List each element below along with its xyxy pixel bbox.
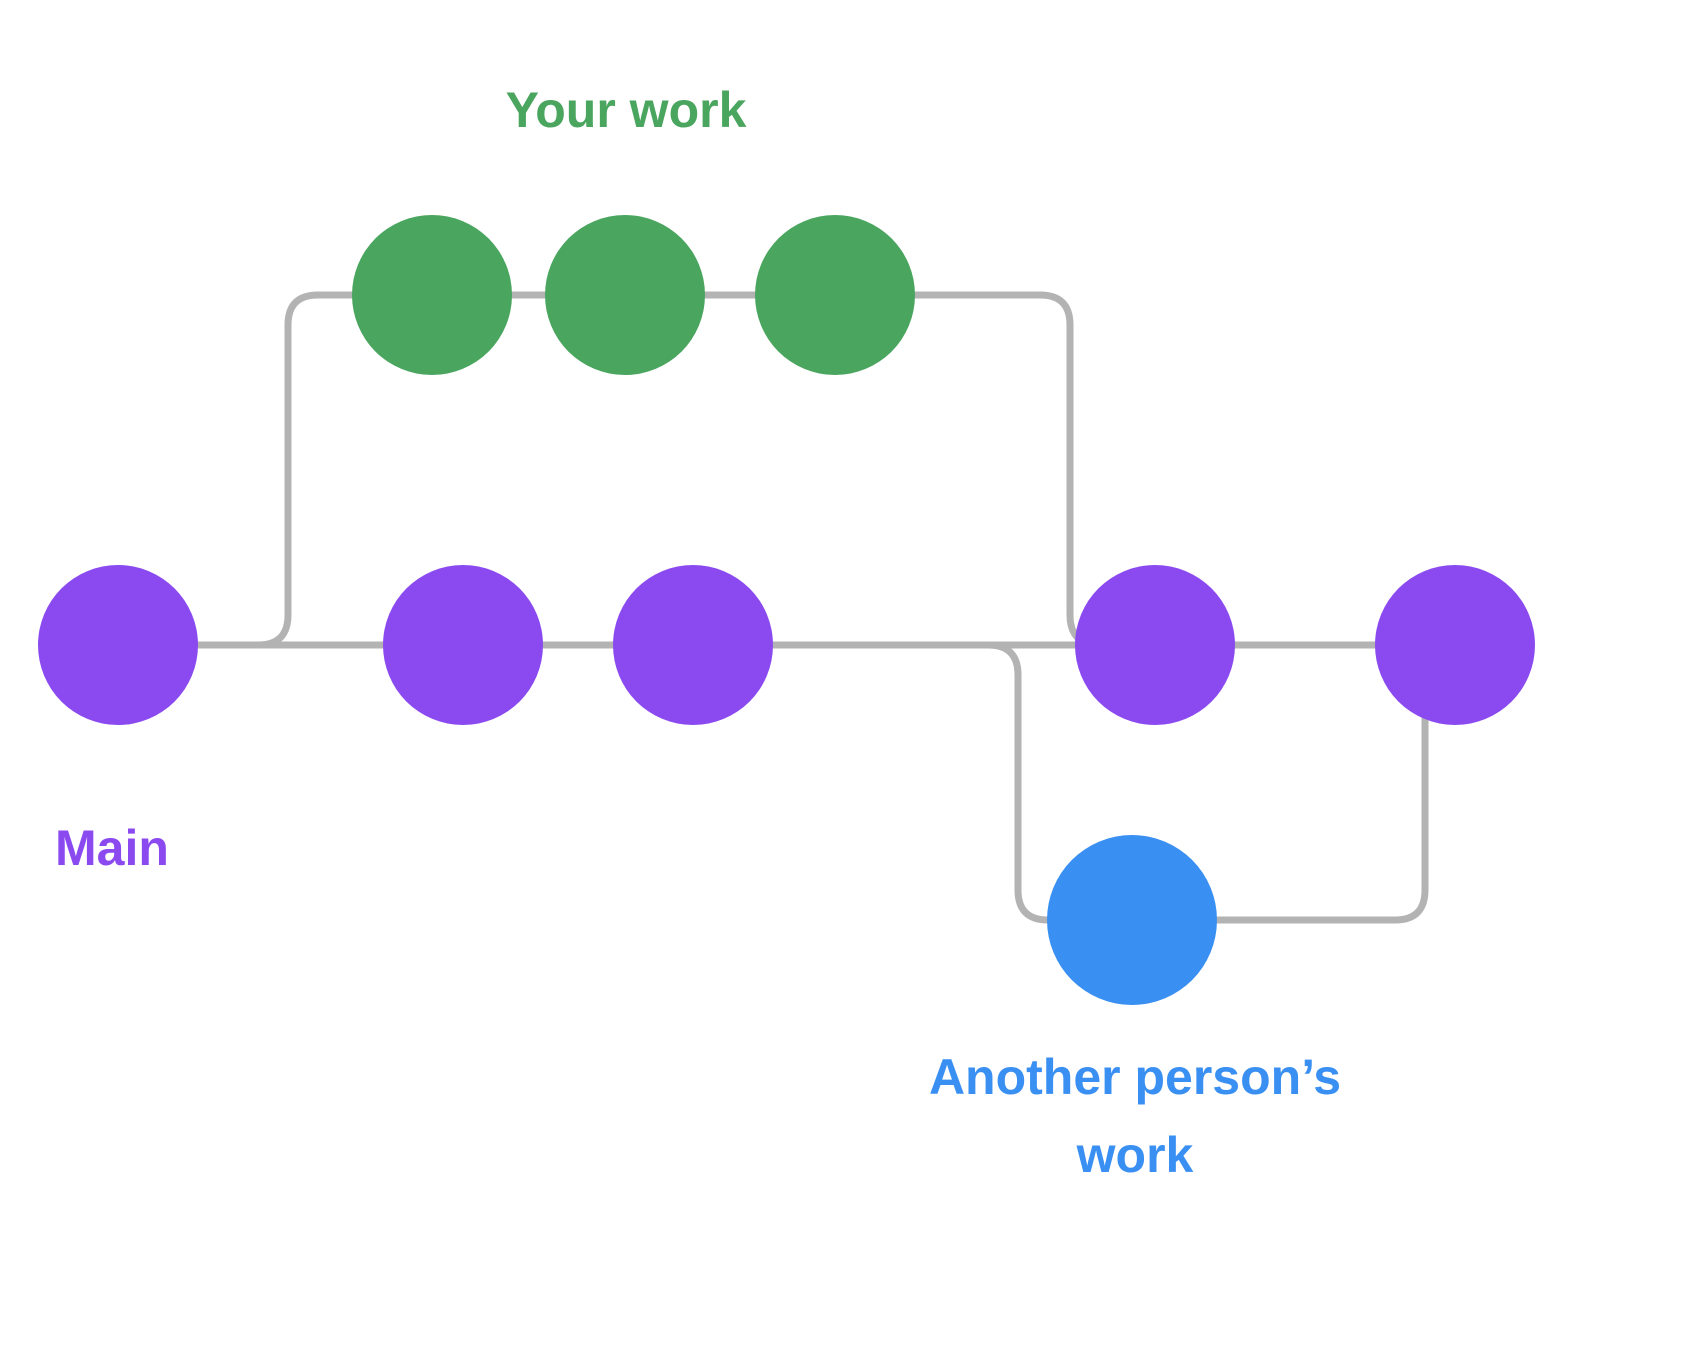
branch-label-your-work: Your work bbox=[506, 82, 747, 138]
connector-branch-off-your-work bbox=[194, 291, 356, 649]
commit-node-work-3[interactable] bbox=[755, 215, 915, 375]
commit-node-main-3[interactable] bbox=[613, 565, 773, 725]
commit-node-other-1[interactable] bbox=[1047, 835, 1217, 1005]
commit-node-main-2[interactable] bbox=[383, 565, 543, 725]
commit-node-main-5[interactable] bbox=[1375, 565, 1535, 725]
commit-node-work-2[interactable] bbox=[545, 215, 705, 375]
branch-labels-layer: Your work Main Another person’s work bbox=[55, 82, 1341, 1183]
connectors-layer bbox=[194, 291, 1459, 924]
commit-node-main-1[interactable] bbox=[38, 565, 198, 725]
connector-merge-your-work bbox=[911, 291, 1104, 649]
branch-label-another-person-line1: Another person’s bbox=[929, 1049, 1341, 1105]
branch-label-another-person-line2: work bbox=[1076, 1127, 1194, 1183]
branch-label-main: Main bbox=[55, 820, 169, 876]
commit-node-work-1[interactable] bbox=[352, 215, 512, 375]
commit-nodes-layer bbox=[38, 215, 1535, 1005]
commit-node-main-4[interactable] bbox=[1075, 565, 1235, 725]
connector-branch-off-other-work bbox=[769, 641, 1052, 924]
